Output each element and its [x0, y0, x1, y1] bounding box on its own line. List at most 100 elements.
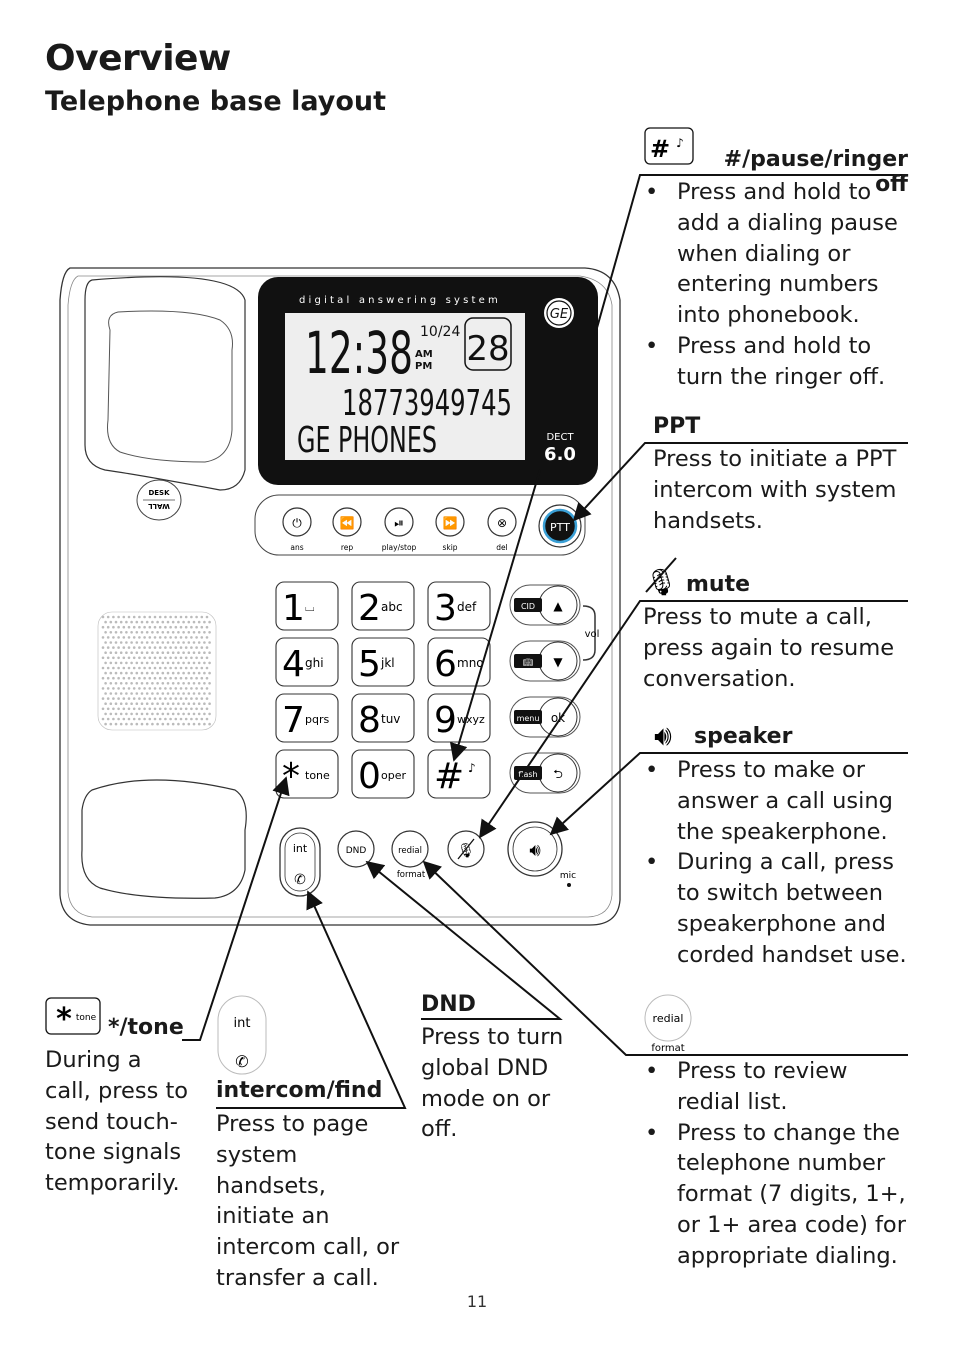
keypad-key[interactable]	[351, 749, 415, 799]
grille-dot	[135, 651, 139, 654]
grille-dot	[130, 620, 133, 624]
grille-dot	[104, 712, 107, 716]
grille-dot	[164, 666, 167, 670]
keypad-key[interactable]	[427, 581, 491, 631]
grille-dot	[169, 676, 172, 680]
grille-dot	[114, 692, 118, 695]
grille-dot	[182, 702, 185, 705]
grille-dot	[132, 687, 136, 690]
grille-dot	[151, 702, 154, 705]
grille-dot	[177, 620, 180, 624]
grille-dot	[169, 625, 172, 629]
lcd-pm: PM	[415, 361, 432, 372]
control-button[interactable]	[384, 507, 414, 537]
grille-dot	[192, 692, 196, 695]
grille-dot	[109, 641, 113, 644]
grille-dot	[140, 671, 144, 675]
keypad-key[interactable]	[275, 693, 339, 743]
keypad-key[interactable]	[351, 693, 415, 743]
control-button[interactable]	[435, 507, 465, 537]
lcd-am: AM	[415, 349, 433, 360]
page-number: 11	[466, 1292, 488, 1311]
grille-dot	[192, 722, 196, 726]
grille-dot	[187, 712, 191, 716]
grille-dot	[182, 712, 185, 716]
grille-dot	[132, 666, 136, 670]
grille-dot	[112, 636, 115, 639]
grille-dot	[153, 707, 157, 711]
keypad-key[interactable]	[275, 637, 339, 687]
keypad-key[interactable]	[427, 637, 491, 687]
keypad-letters: wxyz	[457, 713, 485, 726]
control-icon: ⏯	[394, 516, 404, 530]
grille-dot	[148, 615, 152, 619]
grille-dot	[140, 682, 144, 685]
keypad-digit: 8	[358, 700, 381, 741]
lcd-header: digital answering system	[299, 295, 501, 306]
grille-dot	[101, 656, 105, 660]
grille-dot	[195, 717, 198, 721]
grille-dot	[101, 615, 105, 619]
redial-callout-label: redial	[653, 1012, 684, 1025]
grille-dot	[184, 636, 188, 639]
grille-dot	[106, 625, 110, 629]
keypad-key[interactable]	[275, 581, 339, 631]
grille-dot	[153, 687, 157, 690]
control-button[interactable]	[282, 507, 312, 537]
grille-dot	[166, 641, 170, 644]
grille-dot	[174, 687, 178, 690]
keypad-letters: mno	[457, 656, 484, 670]
grille-dot	[205, 615, 209, 619]
grille-dot	[203, 631, 206, 634]
speaker-bullet-1: Press to make or answer a call using the…	[645, 755, 907, 847]
grille-dot	[101, 625, 105, 629]
grille-dot	[125, 702, 128, 705]
keypad-key[interactable]	[275, 749, 339, 799]
grille-dot	[208, 692, 211, 695]
grille-dot	[156, 641, 159, 644]
grille-dot	[140, 712, 144, 716]
grille-dot	[205, 646, 209, 649]
keypad-key[interactable]	[351, 581, 415, 631]
keypad-key[interactable]	[351, 637, 415, 687]
grille-dot	[158, 656, 162, 660]
grille-dot	[164, 717, 167, 721]
grille-dot	[114, 722, 118, 726]
grille-dot	[140, 661, 144, 665]
grille-dot	[119, 620, 123, 624]
grille-dot	[114, 682, 118, 685]
pause-callout-icon: #	[650, 135, 670, 163]
pause-bullets: Press and hold to add a dialing pause wh…	[645, 177, 907, 393]
grille-dot	[127, 676, 131, 680]
grille-dot	[112, 646, 115, 649]
grille-dot	[197, 702, 201, 705]
grille-dot	[140, 651, 144, 654]
grille-dot	[156, 620, 159, 624]
grille-dot	[182, 620, 185, 624]
grille-dot	[109, 692, 113, 695]
grille-dot	[148, 707, 152, 711]
keypad-digit: 9	[434, 700, 457, 741]
speaker-key-icon: 🔊︎	[529, 840, 540, 861]
control-button[interactable]	[332, 507, 362, 537]
grille-dot	[114, 651, 118, 654]
grille-dot	[158, 666, 162, 670]
grille-dot	[171, 712, 175, 716]
grille-dot	[130, 722, 133, 726]
leader-lines	[182, 174, 908, 1109]
grille-dot	[166, 651, 170, 654]
grille-dot	[195, 656, 198, 660]
grille-dot	[169, 636, 172, 639]
grille-dot	[158, 676, 162, 680]
intercom-heading: intercom/find	[216, 1078, 383, 1103]
grille-dot	[114, 712, 118, 716]
grille-dot	[122, 646, 126, 649]
grille-dot	[190, 615, 193, 619]
grille-dot	[177, 702, 180, 705]
grille-dot	[171, 722, 175, 726]
side-key-icon: ▼	[553, 655, 563, 669]
vol-label: vol	[585, 629, 600, 640]
grille-dot	[182, 671, 185, 675]
control-button[interactable]	[487, 507, 517, 537]
keypad-digit: 3	[434, 588, 457, 629]
